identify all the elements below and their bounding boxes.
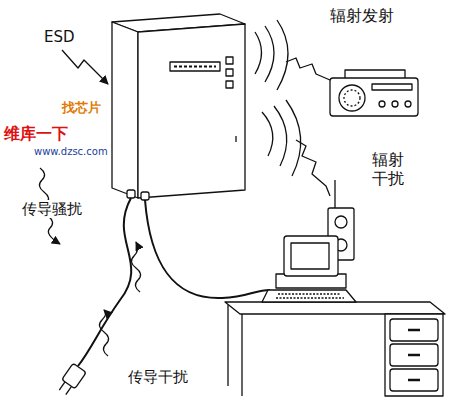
esd-label: ESD xyxy=(44,28,75,46)
conducted-disturbance-label: 传导骚扰 xyxy=(22,200,82,218)
radiation-waves xyxy=(255,20,330,196)
conducted-arrows xyxy=(39,168,140,356)
power-cable xyxy=(78,198,131,366)
signal-cable xyxy=(145,200,270,298)
equipment-cabinet xyxy=(112,14,245,200)
esd-zigzag xyxy=(62,50,108,84)
watermark-text: 维库一下 xyxy=(4,124,68,143)
desk xyxy=(225,302,445,396)
radiated-emission-label: 辐射发射 xyxy=(330,6,394,25)
conducted-interference-label: 传导干扰 xyxy=(128,368,188,386)
power-plug xyxy=(56,363,86,397)
watermark-logo: 找芯片 xyxy=(62,100,101,116)
computer xyxy=(262,236,356,302)
radiated-interference-label: 辐射干扰 xyxy=(372,150,406,188)
radio xyxy=(330,70,418,116)
watermark-url: www.dzsc.com xyxy=(34,146,108,158)
